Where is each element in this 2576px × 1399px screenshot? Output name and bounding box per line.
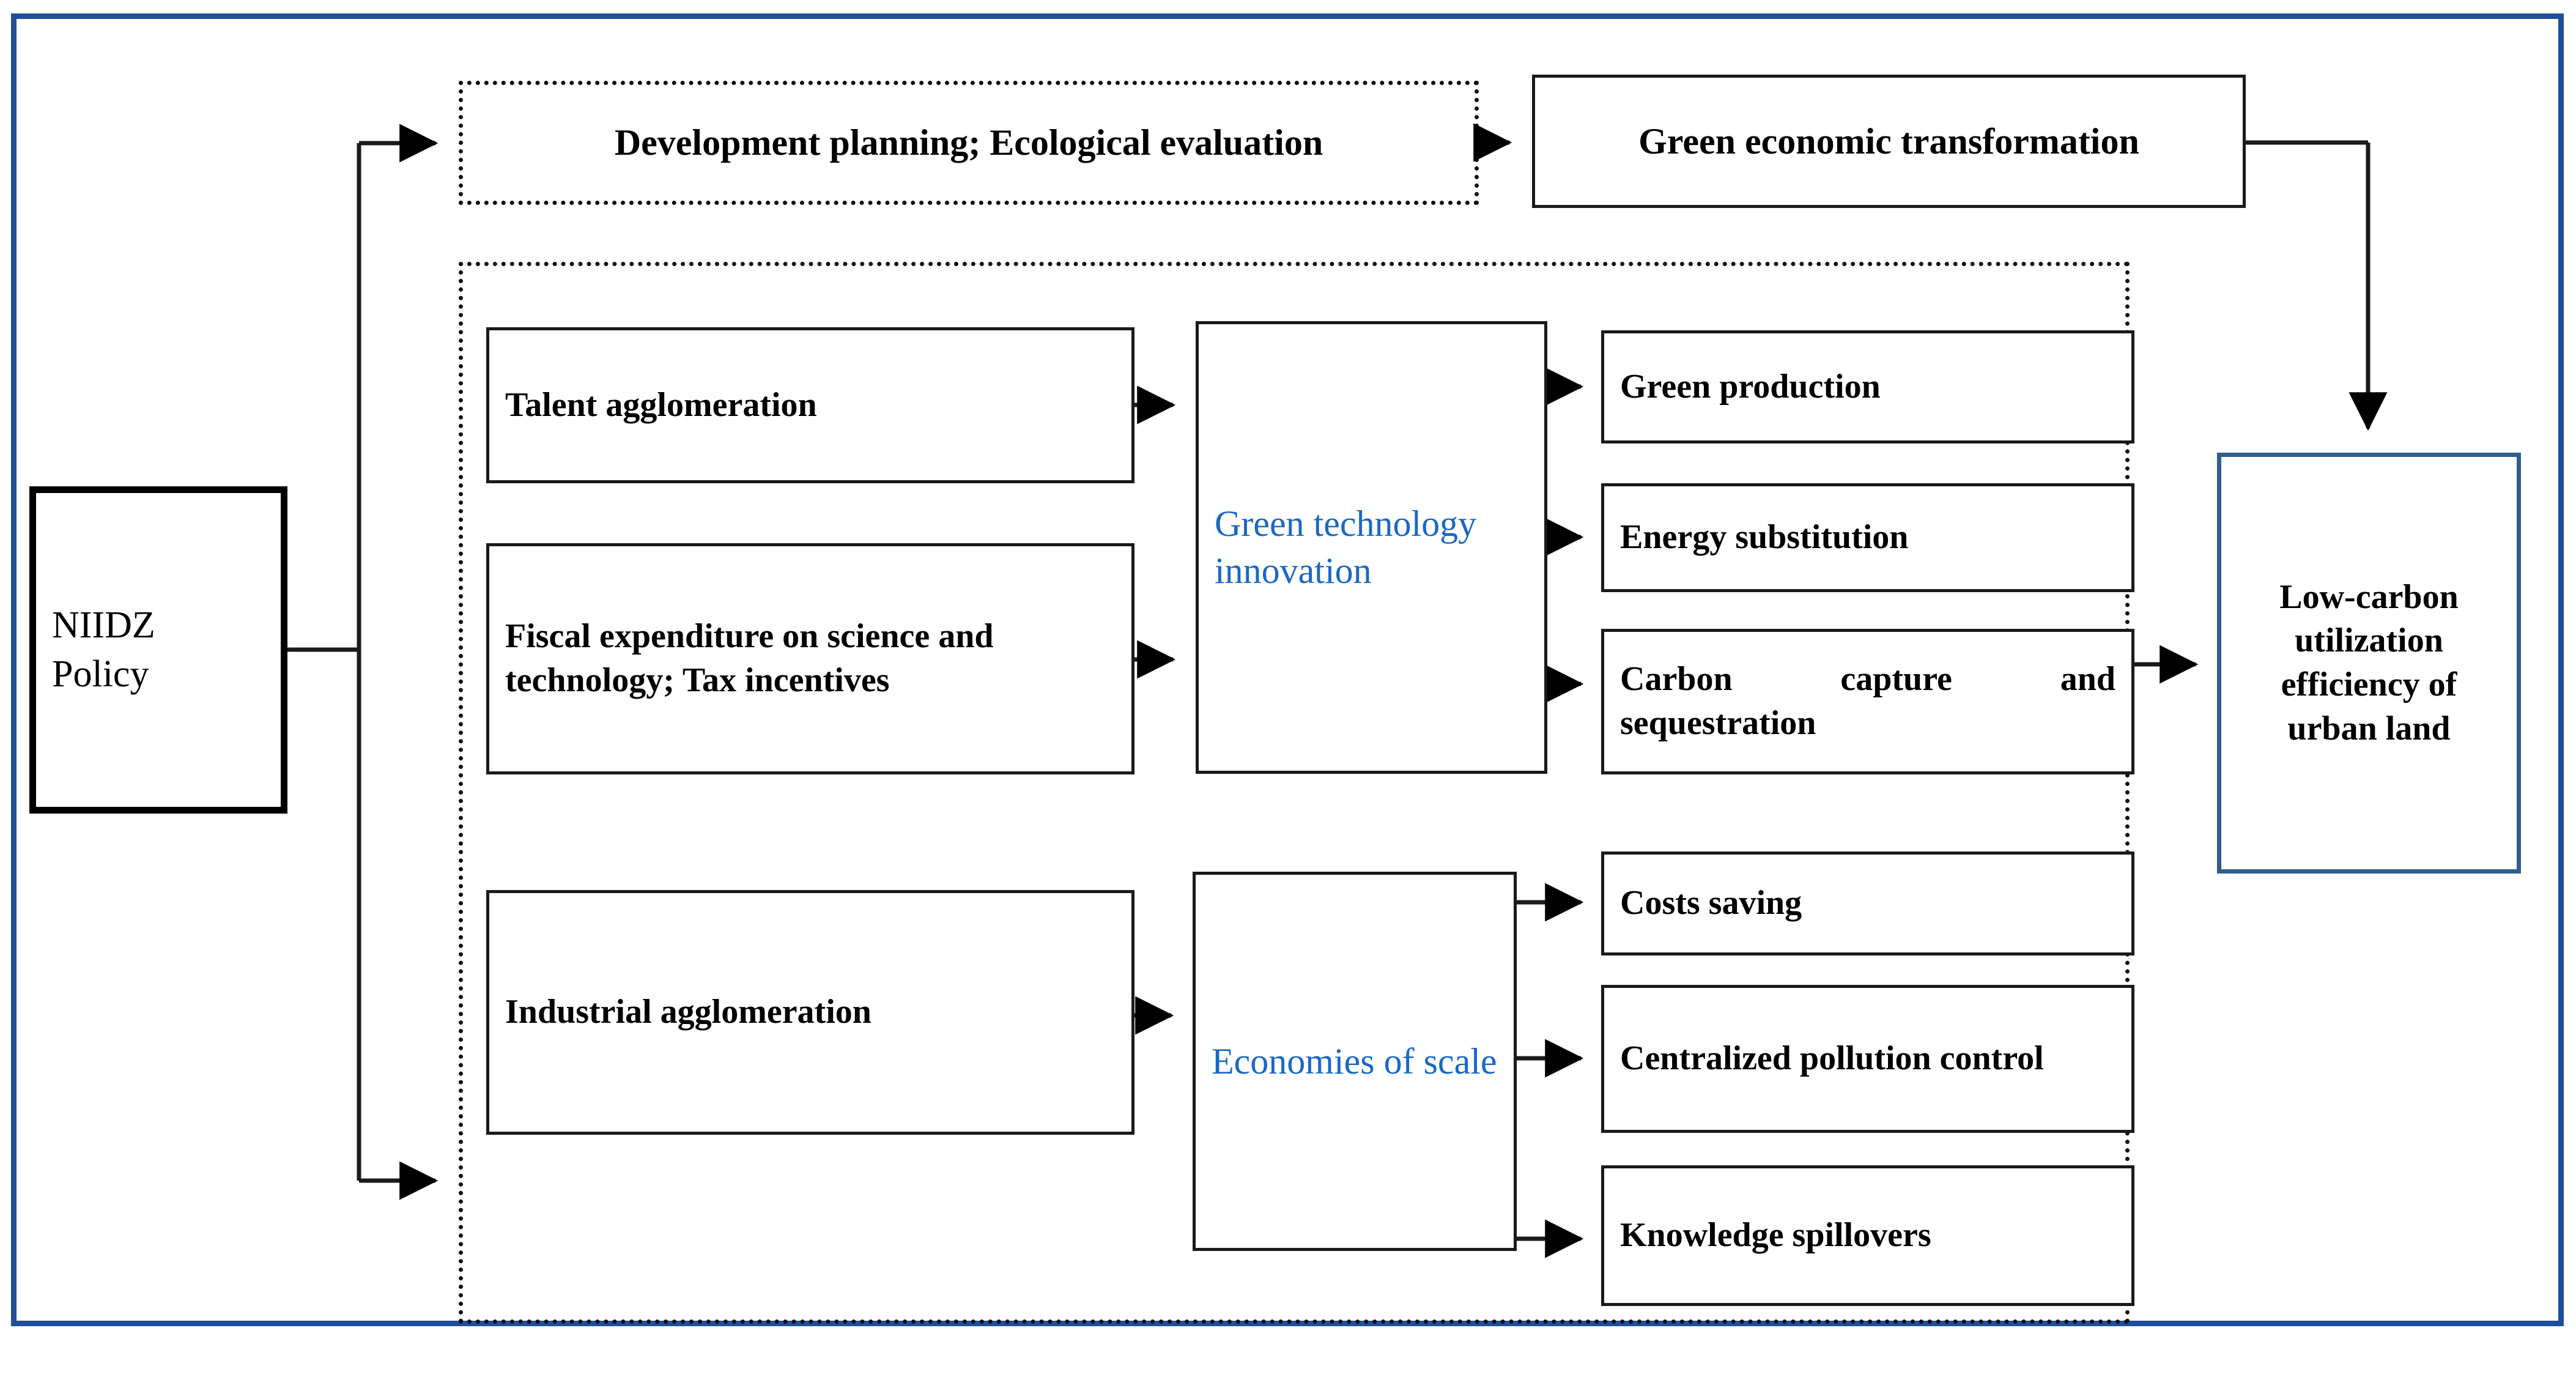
node-knowledge-spillovers-label: Knowledge spillovers <box>1620 1216 1931 1255</box>
node-knowledge-spillovers[interactable]: Knowledge spillovers <box>1601 1165 2134 1306</box>
node-energy-substitution-label: Energy substitution <box>1620 518 1909 557</box>
node-niidz-policy[interactable]: NIIDZ Policy <box>29 486 287 814</box>
node-pollution-control[interactable]: Centralized pollution control <box>1601 985 2134 1133</box>
node-energy-substitution[interactable]: Energy substitution <box>1601 483 2134 592</box>
node-green-economic-transformation[interactable]: Green economic transformation <box>1532 75 2246 208</box>
node-economies-of-scale-label: Economies of scale <box>1212 1041 1497 1082</box>
node-industrial-agglomeration[interactable]: Industrial agglomeration <box>486 890 1134 1135</box>
node-costs-saving[interactable]: Costs saving <box>1601 852 2134 956</box>
node-talent-agglomeration-label: Talent agglomeration <box>505 385 817 424</box>
node-development-planning-label: Development planning; Ecological evaluat… <box>614 122 1323 163</box>
node-green-technology-innovation-label: Green technology innovation <box>1215 503 1477 591</box>
node-industrial-agglomeration-label: Industrial agglomeration <box>505 993 872 1031</box>
node-economies-of-scale[interactable]: Economies of scale <box>1193 872 1517 1251</box>
node-fiscal-expenditure[interactable]: Fiscal expenditure on science and techno… <box>486 543 1134 774</box>
node-green-production-label: Green production <box>1620 367 1881 406</box>
node-niidz-policy-label: NIIDZ Policy <box>52 604 155 695</box>
node-development-planning[interactable]: Development planning; Ecological evaluat… <box>465 86 1473 200</box>
mechanism-dotted-box <box>459 262 2130 1324</box>
node-green-technology-innovation[interactable]: Green technology innovation <box>1196 321 1547 774</box>
node-outcome-label: Low-carbon utilization efficiency of urb… <box>2279 577 2459 748</box>
node-carbon-capture-label: Carbon capture and sequestration <box>1620 660 2115 742</box>
node-costs-saving-label: Costs saving <box>1620 884 1802 922</box>
node-green-production[interactable]: Green production <box>1601 330 2134 443</box>
node-outcome-low-carbon-efficiency[interactable]: Low-carbon utilization efficiency of urb… <box>2217 453 2521 874</box>
node-pollution-control-label: Centralized pollution control <box>1620 1039 2044 1078</box>
node-fiscal-expenditure-label: Fiscal expenditure on science and techno… <box>505 617 994 699</box>
node-talent-agglomeration[interactable]: Talent agglomeration <box>486 327 1134 483</box>
node-green-economic-transformation-label: Green economic transformation <box>1638 121 2139 161</box>
node-carbon-capture[interactable]: Carbon capture and sequestration <box>1601 629 2134 774</box>
